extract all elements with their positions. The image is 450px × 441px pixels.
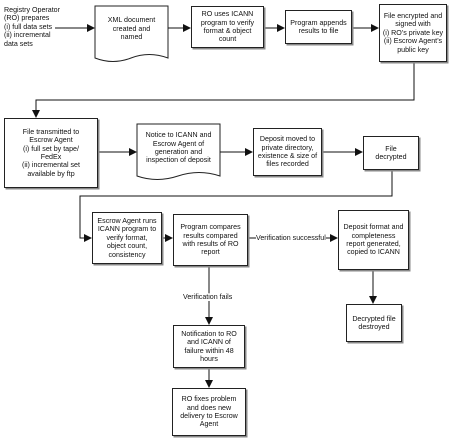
- node-file-decrypted: File decrypted: [363, 136, 419, 170]
- node-failure-notification: Notification to RO and ICANN of failure …: [173, 325, 245, 368]
- edge-label-verification-fails: Verification fails: [183, 293, 233, 301]
- node-notice-to-icann: Notice to ICANN and Escrow Agent of gene…: [145, 131, 212, 165]
- node-xml-document-created: XML document created and named: [107, 16, 156, 42]
- doc-shape-xml: [94, 5, 169, 62]
- node-registry-operator-prepares: Registry Operator (RO) prepares (i) full…: [4, 6, 60, 48]
- doc-shape-notice: [136, 123, 221, 180]
- node-program-appends-results: Program appends results to file: [285, 10, 352, 44]
- node-deposit-report-generated: Deposit format and completeness report g…: [338, 210, 409, 270]
- arrow-n9-n10: [79, 170, 393, 242]
- node-deposit-moved: Deposit moved to private directory, exis…: [253, 128, 322, 176]
- node-decrypted-file-destroyed: Decrypted file destroyed: [346, 304, 402, 342]
- node-ro-fixes-problem: RO fixes problem and does new delivery t…: [172, 388, 246, 436]
- node-file-encrypted-signed: File encrypted and signed with (i) RO’s …: [379, 4, 447, 62]
- node-file-transmitted: File transmitted to Escrow Agent (i) ful…: [4, 118, 98, 188]
- node-ro-verifies-format: RO uses ICANN program to verify format &…: [191, 6, 264, 48]
- edge-label-verification-successful: Verification successful: [256, 234, 326, 242]
- node-program-compares-results: Program compares results compared with r…: [173, 214, 248, 266]
- node-escrow-agent-runs-program: Escrow Agent runs ICANN program to verif…: [92, 212, 162, 264]
- arrow-n5-n6: [32, 62, 415, 118]
